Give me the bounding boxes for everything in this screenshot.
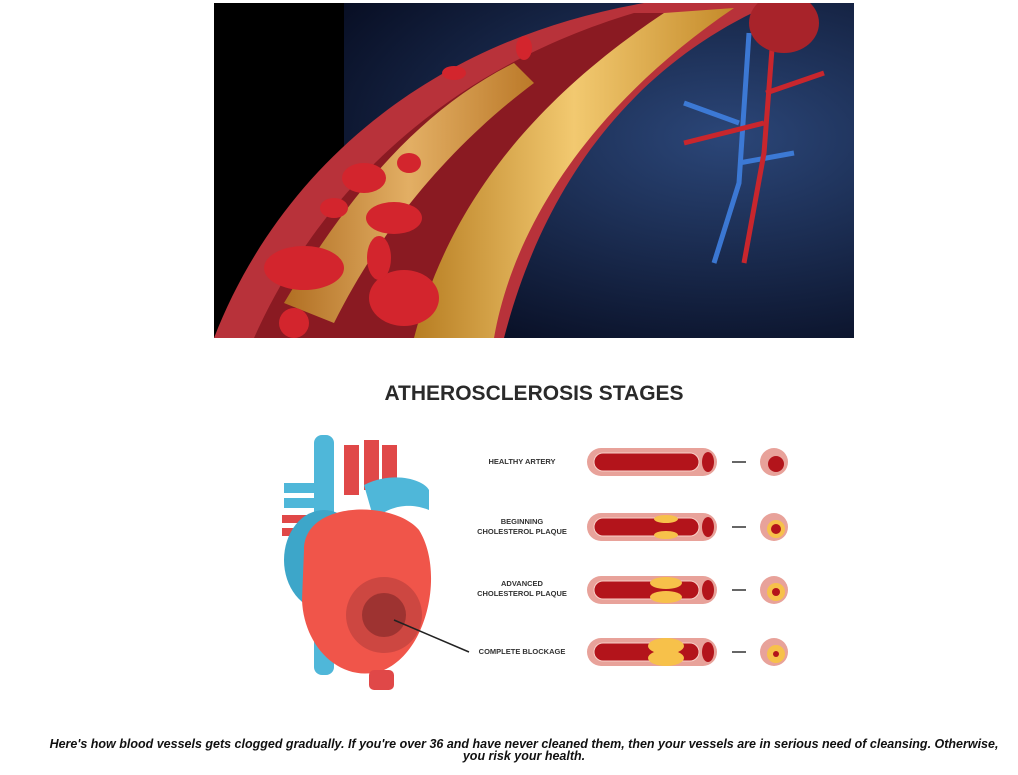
artery-row-healthy [587,448,788,476]
stage-label-text: COMPLETE BLOCKAGE [478,647,566,656]
stage-label-text: ADVANCED [501,579,543,588]
artery-row-beginning [587,513,788,541]
artery-row-blockage [587,638,788,666]
stage-label-text: HEALTHY ARTERY [488,457,556,466]
atherosclerosis-infographic: ATHEROSCLEROSIS STAGES HEALTHY ARTERY [214,350,854,720]
image-caption: Here's how blood vessels gets clogged gr… [49,737,999,763]
stage-label-text: CHOLESTEROL PLAQUE [477,527,567,536]
artery-row-advanced [587,576,788,604]
stage-label-healthy: HEALTHY ARTERY [467,457,577,467]
stage-label-blockage: COMPLETE BLOCKAGE [467,647,577,657]
artery-plaque-image [214,3,854,338]
heart-illustration [282,435,470,690]
stage-label-text: BEGINNING [500,517,544,526]
infographic-title: ATHEROSCLEROSIS STAGES [384,382,684,405]
stage-label-text: CHOLESTEROL PLAQUE [477,589,567,598]
